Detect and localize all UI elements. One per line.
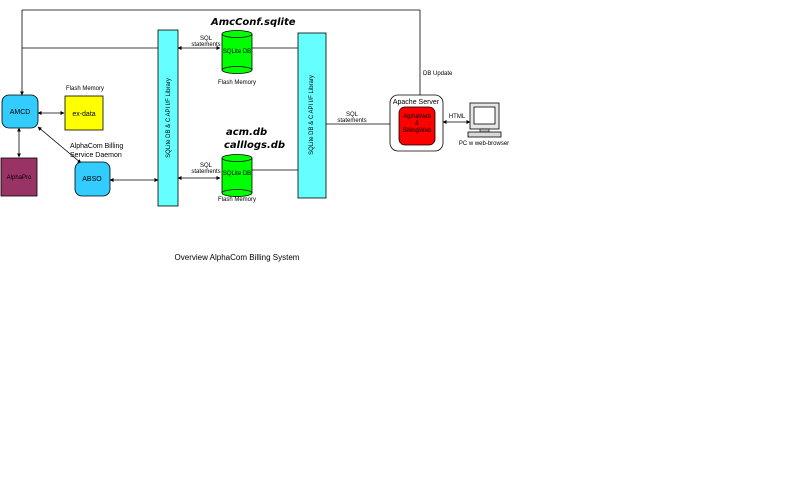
db-top-flash: Flash Memory	[218, 80, 256, 86]
webapp-line3: BillingWeb	[403, 128, 432, 134]
library-left	[157, 29, 179, 207]
pc-icon	[467, 102, 502, 138]
amcd-label: AMCD	[10, 109, 31, 116]
sql-bottom-line2: statements	[191, 169, 220, 175]
db-top-cylinder	[221, 30, 253, 74]
sql-right-line1: SQL	[346, 112, 359, 118]
html-label: HTML	[449, 114, 466, 120]
db-bottom-title-2: calllogs.db	[224, 140, 285, 151]
webapp-node	[398, 106, 436, 146]
alphapro-node	[0, 157, 38, 197]
amcd-node	[1, 94, 39, 129]
sql-right-line2: statements	[337, 118, 366, 124]
db-top-title: AmcConf.sqlite	[210, 17, 296, 28]
webapp-line2: &	[415, 121, 419, 127]
abso-label: ABSO	[82, 176, 102, 183]
sql-bottom-line1: SQL	[200, 163, 213, 169]
diagram-caption: Overview AlphaCom Billing System	[175, 253, 300, 262]
ex-data-node	[64, 95, 104, 131]
webapp-line1: AlphaWeb	[403, 114, 431, 120]
db-update-label: DB Update	[423, 71, 453, 77]
abso-caption-line1: AlphaCom Billing	[70, 143, 123, 150]
pc-label: PC w web-browser	[459, 141, 509, 147]
db-bottom-title-1: acm.db	[226, 127, 267, 138]
amcd-abso-arrow	[37, 126, 82, 164]
ex-data-label: ex-data	[72, 111, 95, 118]
db-bottom-flash: Flash Memory	[218, 197, 256, 203]
db-bottom-cylinder	[221, 154, 253, 197]
library-left-label: SQLite DB & C API I/F Library	[166, 78, 172, 158]
apache-title: Apache Server	[393, 99, 440, 106]
library-right	[297, 32, 327, 199]
library-right-label: SQLite DB & C API I/F Library	[309, 75, 315, 155]
alphapro-label: AlphaPro	[7, 175, 32, 181]
abso-node	[74, 161, 111, 197]
db-top-label: SQLite DB	[223, 49, 251, 55]
abso-caption-line2: Service Daemon	[70, 152, 122, 159]
sql-top-line1: SQL	[200, 36, 213, 42]
flash-memory-label-top: Flash Memory	[66, 86, 104, 92]
db-bottom-label: SQLite DB	[223, 171, 251, 177]
connectors	[17, 9, 471, 182]
sql-top-line2: statements	[191, 42, 220, 48]
